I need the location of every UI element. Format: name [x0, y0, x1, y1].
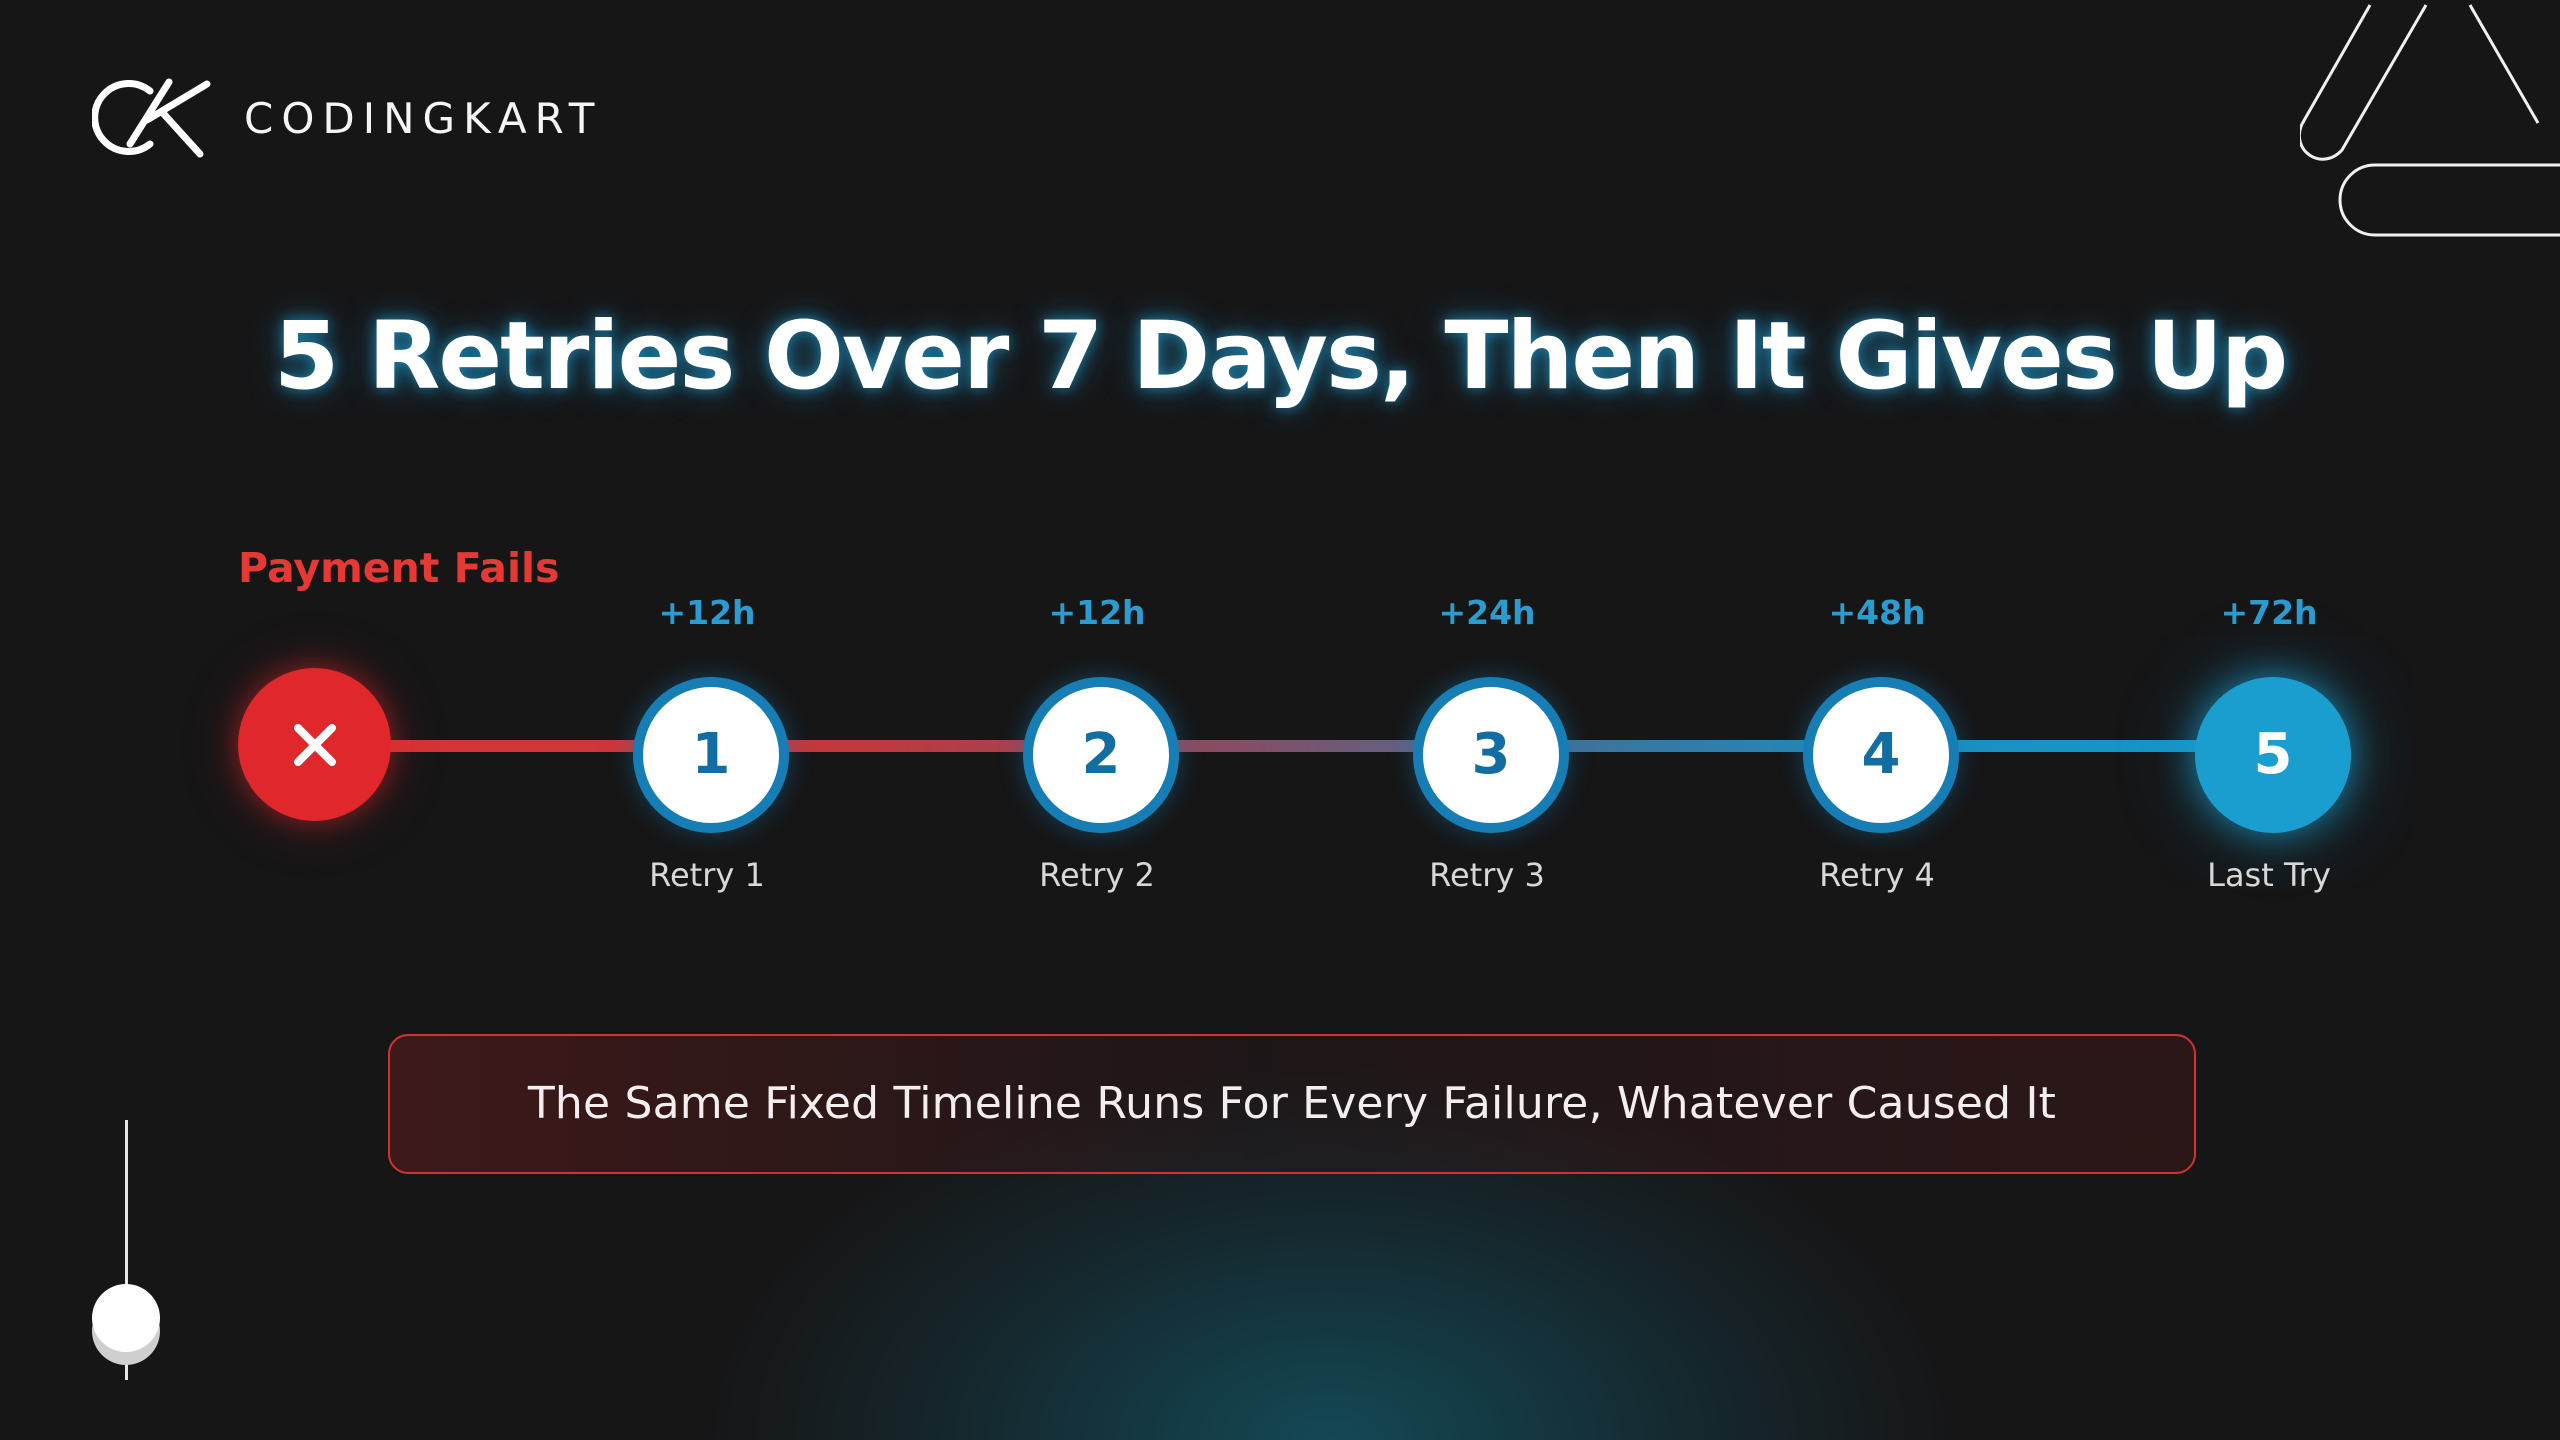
retry-step-3: +24h 3 Retry 3: [1367, 594, 1607, 914]
retry-label: Retry 2: [1039, 856, 1155, 894]
timeline-connector: [315, 740, 2269, 752]
retry-node: 1: [633, 677, 789, 833]
slide-title: 5 Retries Over 7 Days, Then It Gives Up: [273, 302, 2288, 411]
last-try-step: +72h 5 Last Try: [2149, 594, 2389, 914]
brand-logo-lockup: CODINGKART: [92, 76, 602, 158]
retry-label: Retry 1: [649, 856, 765, 894]
payment-failed-node: [238, 668, 391, 821]
summary-callout: The Same Fixed Timeline Runs For Every F…: [388, 1034, 2196, 1174]
last-try-node: 5: [2195, 677, 2351, 833]
summary-text: The Same Fixed Timeline Runs For Every F…: [527, 1078, 2057, 1129]
retry-label: Retry 4: [1819, 856, 1935, 894]
codingkart-logo-icon: [92, 78, 211, 158]
retry-delay: +12h: [658, 593, 756, 632]
retry-delay: +24h: [1438, 593, 1536, 632]
retry-node: 4: [1803, 677, 1959, 833]
vertical-slider-track: [125, 1120, 128, 1380]
retry-delay: +12h: [1048, 593, 1146, 632]
retry-node: 2: [1023, 677, 1179, 833]
close-icon: [293, 723, 336, 766]
retry-node: 3: [1413, 677, 1569, 833]
retry-step-1: +12h 1 Retry 1: [587, 594, 827, 914]
payment-fails-label: Payment Fails: [238, 544, 560, 592]
retry-step-4: +48h 4 Retry 4: [1757, 594, 1997, 914]
retry-step-2: +12h 2 Retry 2: [977, 594, 1217, 914]
retry-label: Retry 3: [1429, 856, 1545, 894]
vertical-slider-knob: [92, 1284, 160, 1352]
brand-name: CODINGKART: [244, 94, 603, 143]
last-try-delay: +72h: [2220, 593, 2318, 632]
last-try-label: Last Try: [2207, 856, 2331, 894]
retry-delay: +48h: [1828, 593, 1926, 632]
outline-triangle-pill-icon: [2300, 4, 2560, 237]
